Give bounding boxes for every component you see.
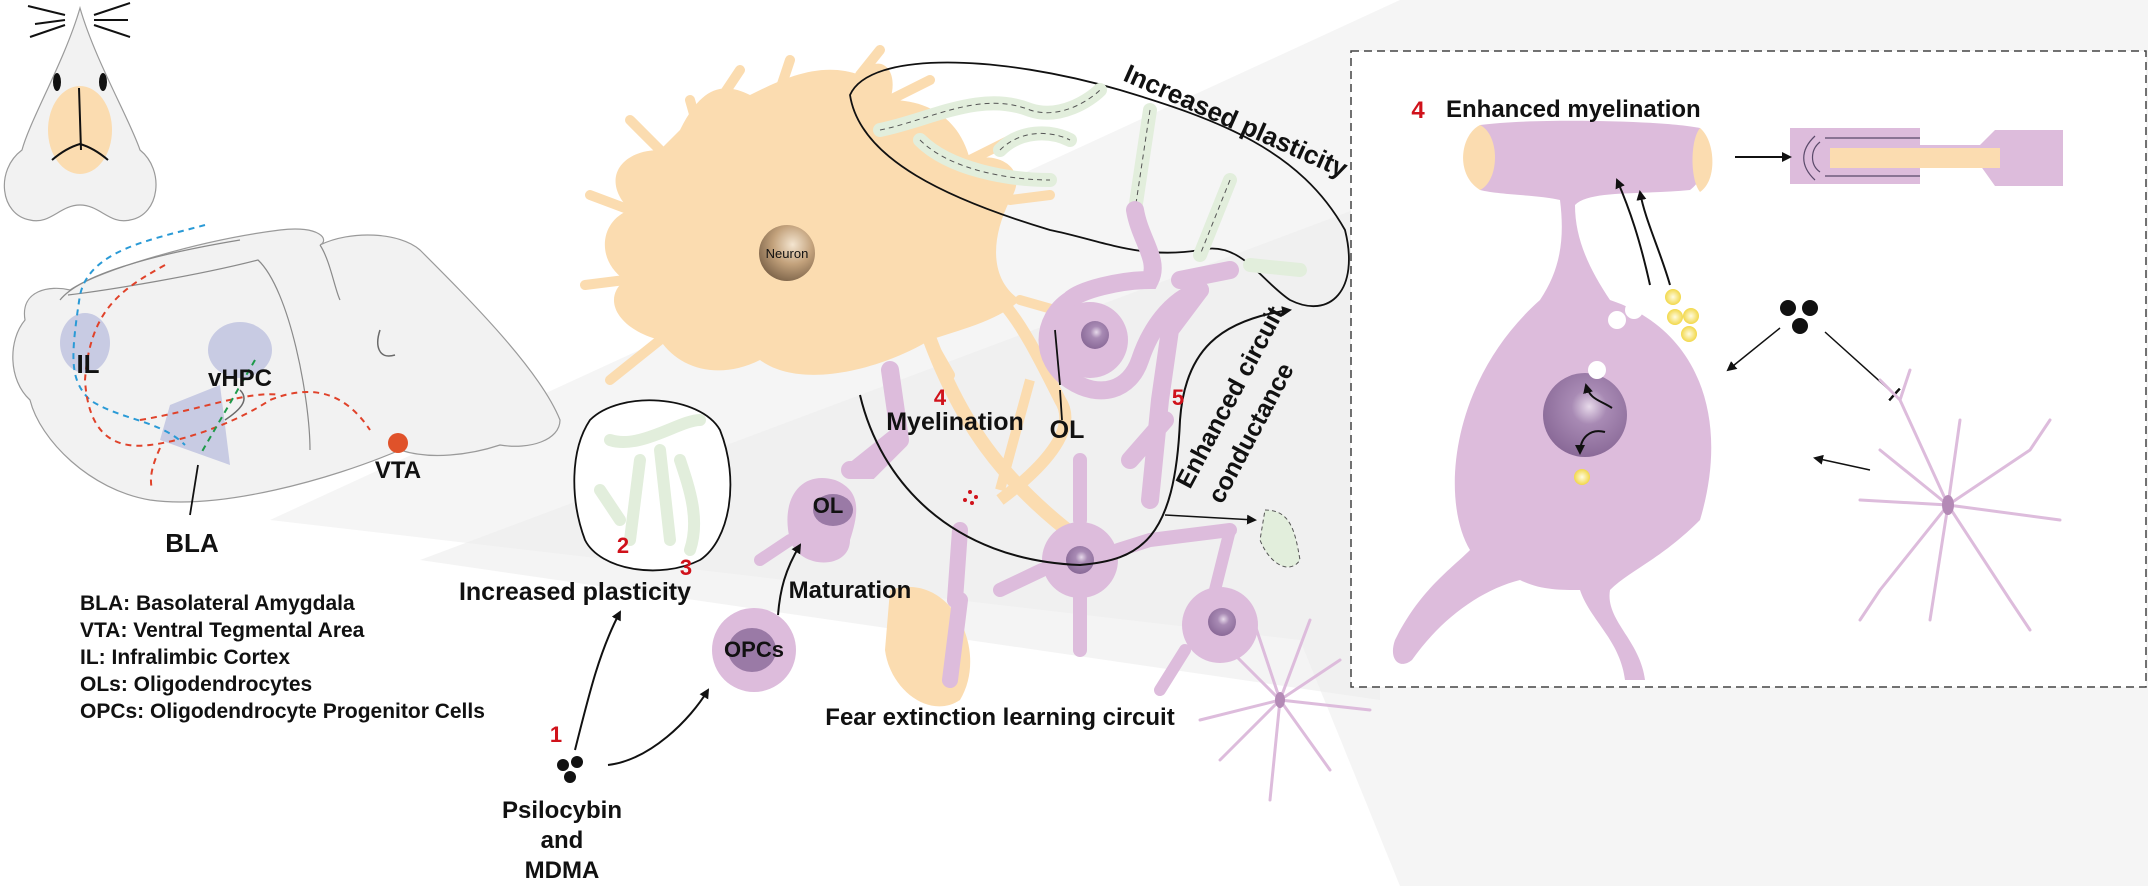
- step-3: 3: [680, 555, 692, 580]
- drug-label-line3: MDMA: [525, 857, 600, 884]
- label-vhpc: vHPC: [208, 365, 272, 392]
- step-2: 2: [617, 533, 629, 558]
- label-bla: BLA: [165, 528, 219, 558]
- neuron-nucleus: [759, 225, 815, 281]
- myelin-sheath-cross-section: [1790, 128, 2063, 186]
- region-bla: [160, 385, 230, 465]
- arrow-maturation: [777, 543, 802, 616]
- inset-step-4: 4: [1411, 97, 1425, 124]
- legend-item: BLA: Basolateral Amygdala: [80, 592, 355, 615]
- label-maturation: Maturation: [789, 577, 912, 604]
- mouse-head-illustration: [3, 2, 157, 222]
- abbreviation-legend: BLA: Basolateral Amygdala VTA: Ventral T…: [80, 592, 485, 723]
- legend-item: IL: Infralimbic Cortex: [80, 646, 290, 669]
- myelin-basic-protein-granules: [1588, 285, 1660, 379]
- arrow-to-mbp: [1583, 383, 1613, 409]
- legend-item: OLs: Oligodendrocytes: [80, 673, 312, 696]
- step-1: 1: [550, 722, 562, 747]
- ol-pointer: [1054, 329, 1063, 421]
- label-myelination: Myelination: [886, 408, 1024, 436]
- legend-item: OPCs: Oligodendrocyte Progenitor Cells: [80, 700, 485, 723]
- green-dendrites-left: [594, 414, 706, 556]
- enhanced-circuit-arrow: [859, 306, 1292, 567]
- arrow-to-osp: [1575, 430, 1606, 455]
- astrocyte-inset: [1858, 368, 2062, 632]
- label-ol-upper: OL: [1050, 416, 1085, 444]
- drug-label-line1: Psilocybin: [502, 797, 622, 824]
- label-ol-lower: OL: [813, 493, 844, 518]
- arrow-osp-up: [1636, 190, 1671, 286]
- label-increased-plasticity-left: Increased plasticity: [459, 578, 691, 606]
- label-neuron: Neuron: [766, 246, 809, 261]
- oligodendrocyte-network: [712, 201, 1258, 696]
- plasticity-outline-top: [849, 61, 1350, 308]
- oligodendrocyte-specific-protein-granules: [1574, 289, 1699, 485]
- region-vhpc: [208, 322, 272, 378]
- vta-dot: [388, 433, 408, 453]
- label-vta: VTA: [375, 457, 421, 484]
- mouse-brain-illustration: [12, 224, 561, 516]
- legend-item: VTA: Ventral Tegmental Area: [80, 619, 365, 642]
- arrow-to-plasticity: [574, 610, 621, 751]
- projection-blue: [72, 224, 206, 446]
- label-fear-circuit: Fear extinction learning circuit: [825, 704, 1174, 731]
- projection-red: [83, 264, 371, 491]
- step-4: 4: [934, 385, 947, 410]
- drug-label-line2: and: [541, 827, 584, 854]
- conductance-arrow: [1164, 514, 1257, 525]
- arrow-mbp-up: [1615, 178, 1651, 286]
- label-il: IL: [76, 349, 99, 379]
- drug-molecules-circuit: [557, 756, 583, 783]
- arrow-to-opcs: [607, 688, 710, 766]
- label-opcs: OPCs: [724, 637, 784, 662]
- projection-green: [199, 359, 256, 456]
- inset-oligodendrocyte: [1392, 120, 1713, 680]
- arrow-astrocyte-to-ol: [1813, 454, 1871, 471]
- green-spine: [1259, 509, 1301, 568]
- drug-molecules-inset: [1780, 300, 1818, 334]
- inset-title: Enhanced myelination: [1446, 96, 1701, 123]
- astrocyte-circuit: [1198, 608, 1372, 802]
- arrow-drug-to-ol: [1726, 327, 1781, 372]
- step-5: 5: [1172, 385, 1184, 410]
